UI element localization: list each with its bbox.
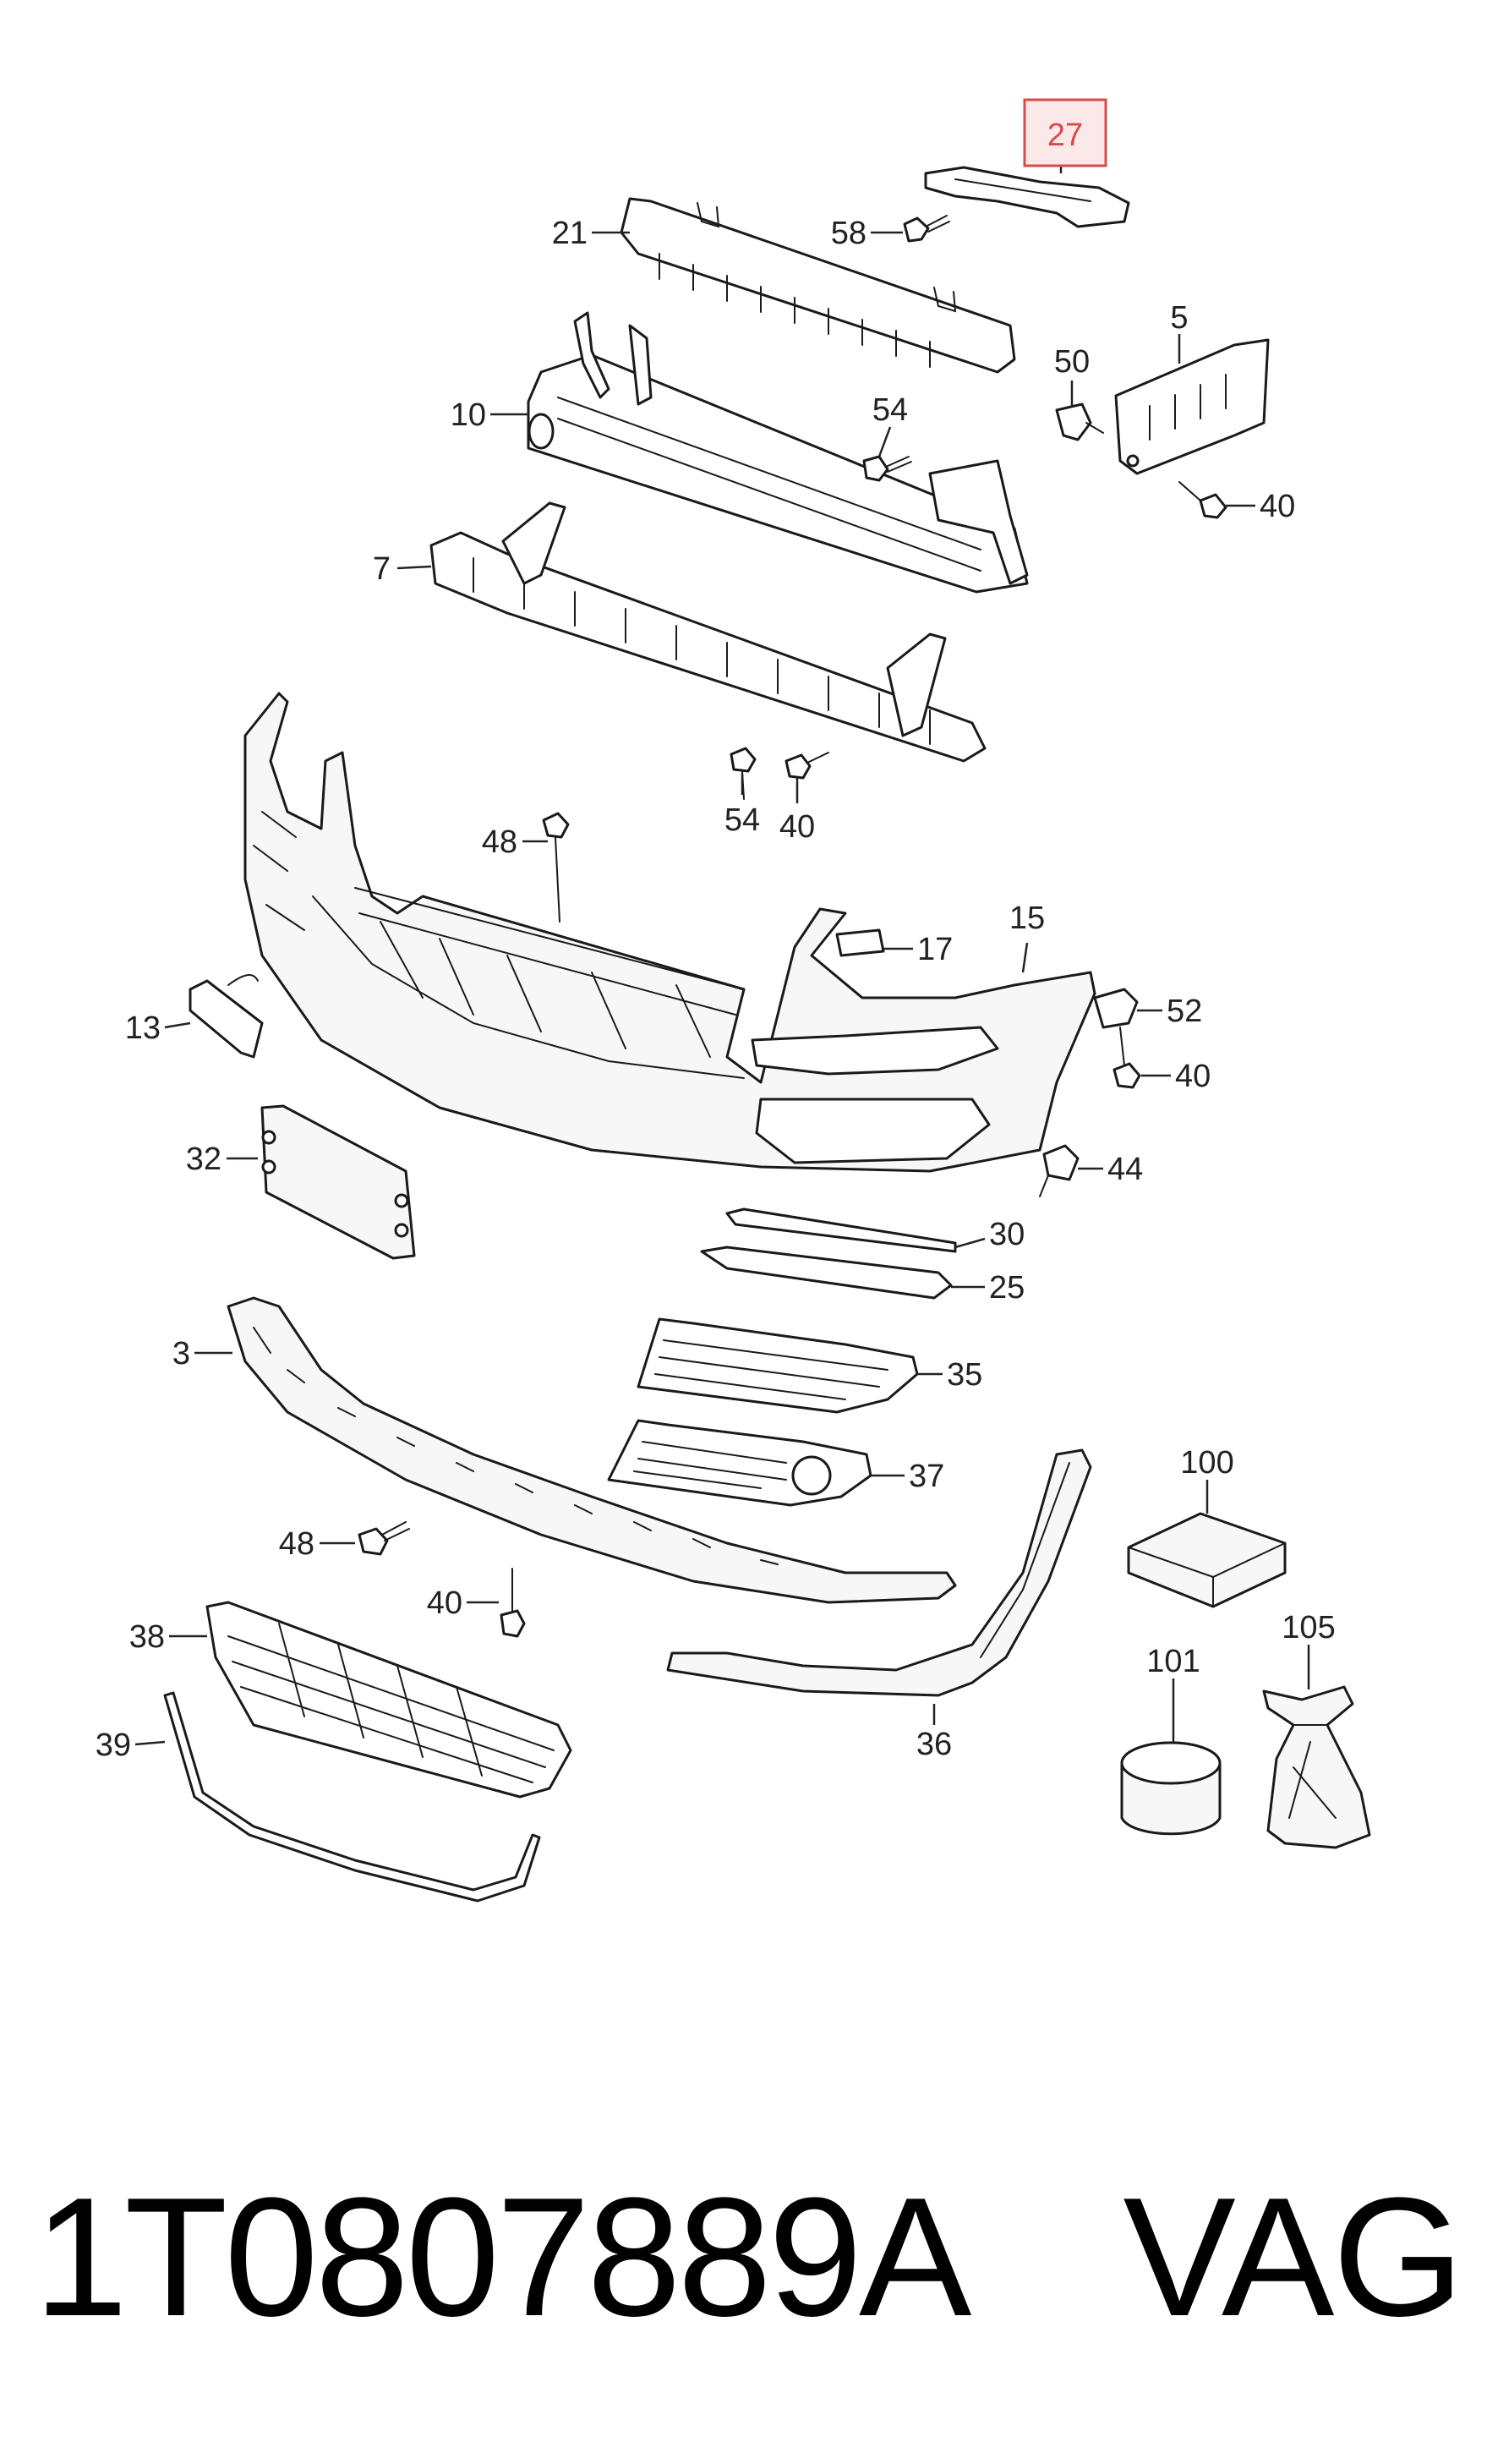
part-27-bracket[interactable]	[924, 166, 1130, 228]
part-40-screw-c[interactable]	[1113, 1027, 1141, 1089]
callout-25[interactable]: 25	[989, 1270, 1025, 1306]
callout-7[interactable]: 7	[373, 551, 391, 587]
brand-name: VAG	[1123, 2163, 1464, 2352]
callout-100[interactable]: 100	[1180, 1445, 1233, 1481]
callout-labels: 27 21 58 5 50 10 54 40 7 54 40 48 15 17 …	[96, 98, 1336, 1763]
part-58-screw[interactable]	[903, 215, 950, 243]
callout-40-d[interactable]: 40	[427, 1585, 462, 1621]
part-105-bag[interactable]	[1262, 1685, 1371, 1849]
part-10-carrier[interactable]	[527, 311, 1029, 594]
part-39-trim-strip[interactable]	[163, 1691, 541, 1903]
callout-48-a[interactable]: 48	[482, 824, 517, 860]
callout-38[interactable]: 38	[129, 1619, 165, 1655]
callout-27[interactable]: 27	[1047, 118, 1083, 153]
callout-40-a[interactable]: 40	[1260, 489, 1295, 524]
part-44-clip[interactable]	[1039, 1144, 1080, 1197]
callout-54-a[interactable]: 54	[872, 392, 908, 428]
callout-44[interactable]: 44	[1107, 1152, 1143, 1187]
callout-58[interactable]: 58	[831, 216, 867, 251]
part-13-side-bracket[interactable]	[189, 974, 264, 1059]
callout-105[interactable]: 105	[1282, 1610, 1335, 1645]
callout-39[interactable]: 39	[96, 1728, 131, 1763]
callout-40-c[interactable]: 40	[1175, 1059, 1211, 1094]
part-32-plate-holder[interactable]	[260, 1104, 416, 1260]
part-54-screw-a[interactable]	[862, 455, 912, 482]
callout-35[interactable]: 35	[947, 1357, 982, 1393]
part-number-footer: 1T0807889A VAG	[34, 2163, 1464, 2352]
callout-17[interactable]: 17	[917, 932, 953, 967]
leader-lines	[134, 156, 1310, 1746]
callout-50[interactable]: 50	[1054, 344, 1090, 380]
callout-54-b[interactable]: 54	[724, 802, 760, 838]
part-21-absorber[interactable]	[620, 197, 1016, 374]
callout-3[interactable]: 3	[172, 1336, 190, 1372]
part-101-cap[interactable]	[1120, 1741, 1222, 1836]
callout-5[interactable]: 5	[1170, 300, 1188, 336]
part-48-screw-a[interactable]	[542, 812, 570, 923]
part-40-screw-b[interactable]	[785, 752, 829, 780]
part-15-bumper-cover[interactable]	[243, 692, 1096, 1173]
part-37-fog-grille[interactable]	[607, 1419, 872, 1507]
highlight-box-27	[1023, 98, 1107, 167]
callout-32[interactable]: 32	[186, 1142, 221, 1177]
part-35-grille[interactable]	[637, 1317, 919, 1414]
callout-21[interactable]: 21	[552, 216, 588, 251]
callout-36[interactable]: 36	[916, 1727, 952, 1762]
callout-30[interactable]: 30	[989, 1217, 1025, 1252]
callout-37[interactable]: 37	[909, 1459, 944, 1494]
part-36-side-strip[interactable]	[666, 1448, 1092, 1697]
callout-101[interactable]: 101	[1146, 1644, 1200, 1679]
callout-48-b[interactable]: 48	[279, 1526, 314, 1562]
part-50-clip[interactable]	[1055, 402, 1104, 441]
part-5-side-bracket[interactable]	[1114, 338, 1270, 475]
callout-15[interactable]: 15	[1009, 901, 1045, 936]
part-100-block[interactable]	[1127, 1512, 1287, 1608]
part-40-screw-a[interactable]	[1178, 481, 1227, 519]
part-7-lower-bar[interactable]	[429, 501, 987, 763]
part-48-screw-b[interactable]	[358, 1521, 410, 1556]
part-30-strip[interactable]	[725, 1207, 957, 1253]
callout-52[interactable]: 52	[1167, 994, 1202, 1029]
part-40-screw-d[interactable]	[500, 1568, 526, 1638]
part-25-strip[interactable]	[700, 1246, 953, 1300]
part-38-lower-grille[interactable]	[205, 1601, 572, 1799]
callout-10[interactable]: 10	[451, 397, 486, 433]
part-3-spoiler[interactable]	[227, 1296, 957, 1604]
callout-13[interactable]: 13	[125, 1010, 161, 1046]
callout-40-b[interactable]: 40	[779, 809, 815, 845]
part-52-bracket[interactable]	[1093, 988, 1139, 1029]
part-number: 1T0807889A	[34, 2163, 971, 2352]
